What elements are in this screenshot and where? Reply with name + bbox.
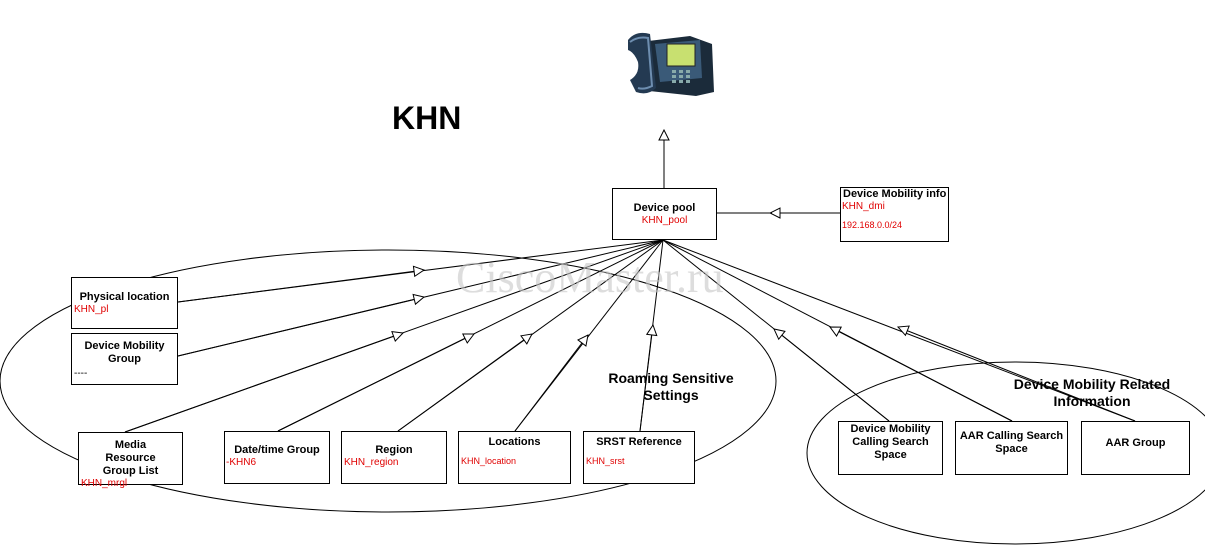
aar-group-box[interactable]: AAR Group (1081, 421, 1190, 475)
device-mobility-related-info-label: Device Mobility Related Information (1013, 376, 1171, 409)
device-pool-value: KHN_pool (641, 215, 688, 226)
aar-css-title: AAR Calling Search Space (959, 430, 1064, 455)
device-pool-box[interactable]: Device pool KHN_pool (612, 188, 717, 240)
region-value: KHN_region (344, 457, 399, 468)
aar-group-title: AAR Group (1105, 437, 1166, 449)
device-pool-title: Device pool (633, 202, 696, 214)
device-mobility-group-title: Device Mobility Group (84, 340, 165, 365)
srst-reference-box[interactable]: SRST Reference KHN_srst (583, 431, 695, 484)
aar-css-box[interactable]: AAR Calling Search Space (955, 421, 1068, 475)
physical-location-title: Physical location (79, 291, 170, 303)
physical-location-value: KHN_pl (74, 304, 109, 315)
region-title: Region (375, 444, 413, 456)
locations-title: Locations (488, 436, 541, 448)
datetime-group-value: -KHN6 (226, 457, 257, 468)
locations-value: KHN_location (461, 456, 517, 466)
page-title: KHN (392, 100, 462, 136)
mrgl-title: Media Resource Group List (102, 439, 159, 477)
device-mobility-group-value: ---- (74, 368, 88, 379)
datetime-group-box[interactable]: Date/time Group -KHN6 (224, 431, 330, 484)
watermark: CiscoMaster.ru (456, 253, 724, 302)
device-mobility-info-title: Device Mobility info (843, 188, 947, 200)
device-mobility-related-ellipse (806, 361, 1205, 545)
device-mobility-info-value: KHN_dmi (842, 201, 885, 212)
mrgl-box[interactable]: Media Resource Group List KHN_mrgl (78, 432, 183, 489)
srst-reference-value: KHN_srst (586, 456, 625, 466)
device-mobility-info-subnet: 192.168.0.0/24 (842, 220, 903, 230)
physical-location-box[interactable]: Physical location KHN_pl (71, 277, 178, 329)
locations-box[interactable]: Locations KHN_location (458, 431, 571, 484)
region-box[interactable]: Region KHN_region (341, 431, 447, 484)
roaming-sensitive-settings-label: Roaming Sensitive Settings (608, 370, 734, 403)
srst-reference-title: SRST Reference (596, 436, 682, 448)
dm-css-box[interactable]: Device Mobility Calling Search Space (838, 421, 943, 475)
device-mobility-group-box[interactable]: Device Mobility Group ---- (71, 333, 178, 385)
dm-css-title: Device Mobility Calling Search Space (850, 423, 931, 461)
mrgl-value: KHN_mrgl (81, 478, 128, 489)
ip-phone-icon (628, 32, 714, 96)
roaming-sensitive-ellipse (0, 249, 777, 513)
device-mobility-info-box[interactable]: Device Mobility info KHN_dmi 192.168.0.0… (840, 187, 949, 242)
datetime-group-title: Date/time Group (234, 444, 320, 456)
